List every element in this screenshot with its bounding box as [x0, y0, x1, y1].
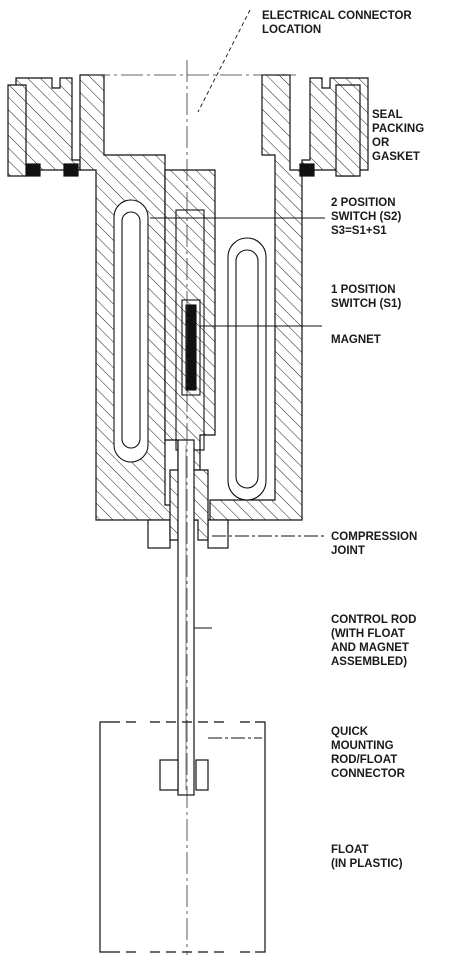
float	[99, 721, 266, 953]
label-switch-s1: 1 POSITION SWITCH (S1)	[331, 284, 401, 310]
leader-lines	[150, 9, 325, 739]
label-line: COMPRESSION	[331, 531, 417, 543]
compression-fitting-left	[147, 519, 171, 549]
seal-gasket-left-outer	[25, 163, 41, 177]
switch-capsule-right	[227, 237, 267, 501]
label-line: ELECTRICAL CONNECTOR	[262, 10, 412, 22]
label-line: ASSEMBLED)	[331, 656, 407, 668]
right-flange	[335, 84, 361, 177]
leader-electrical	[197, 9, 251, 113]
label-quick-mounting: QUICK MOUNTING ROD/FLOAT CONNECTOR	[331, 726, 406, 780]
label-line: ROD/FLOAT	[331, 754, 397, 766]
label-line: S3=S1+S1	[331, 225, 387, 237]
label-line: (WITH FLOAT	[331, 628, 405, 640]
label-line: MAGNET	[331, 334, 381, 346]
magnet-sleeve	[181, 299, 201, 396]
label-switch-s2: 2 POSITION SWITCH (S2) S3=S1+S1	[331, 197, 404, 237]
label-line: AND MAGNET	[331, 642, 409, 654]
rod-float-connector-left	[159, 759, 179, 791]
switch-capsule-right-inner	[235, 249, 259, 489]
label-line: (IN PLASTIC)	[331, 858, 403, 870]
label-line: LOCATION	[262, 24, 321, 36]
compression-fitting-right	[207, 519, 229, 549]
label-line: 2 POSITION	[331, 197, 396, 209]
label-line: JOINT	[331, 545, 365, 557]
label-line: MOUNTING	[331, 740, 394, 752]
label-line: 1 POSITION	[331, 284, 396, 296]
label-control-rod: CONTROL ROD (WITH FLOAT AND MAGNET ASSEM…	[331, 614, 420, 668]
label-line: GASKET	[372, 151, 420, 163]
label-seal: SEAL PACKING OR GASKET	[372, 109, 427, 163]
label-electrical-connector: ELECTRICAL CONNECTOR LOCATION	[262, 10, 415, 36]
magnet	[185, 304, 197, 391]
switch-capsule-left-inner	[121, 211, 141, 449]
label-line: CONTROL ROD	[331, 614, 416, 626]
label-line: FLOAT	[331, 844, 368, 856]
label-line: QUICK	[331, 726, 369, 738]
rod-float-connector-right	[195, 759, 209, 791]
float-outline	[99, 721, 266, 953]
label-line: SEAL	[372, 109, 403, 121]
label-float: FLOAT (IN PLASTIC)	[331, 844, 403, 870]
switch-capsule-left	[113, 199, 149, 463]
label-magnet: MAGNET	[331, 334, 381, 346]
left-flange	[7, 84, 27, 177]
label-line: OR	[372, 137, 390, 149]
label-line: SWITCH (S2)	[331, 211, 401, 223]
seal-gasket-right-inner	[299, 163, 315, 177]
label-compression-joint: COMPRESSION JOINT	[331, 531, 420, 557]
seal-gasket-left-inner	[63, 163, 79, 177]
left-nut	[15, 77, 81, 171]
centerlines	[88, 60, 296, 955]
control-rod	[177, 439, 195, 796]
label-line: SWITCH (S1)	[331, 298, 401, 310]
label-line: CONNECTOR	[331, 768, 406, 780]
label-line: PACKING	[372, 123, 424, 135]
